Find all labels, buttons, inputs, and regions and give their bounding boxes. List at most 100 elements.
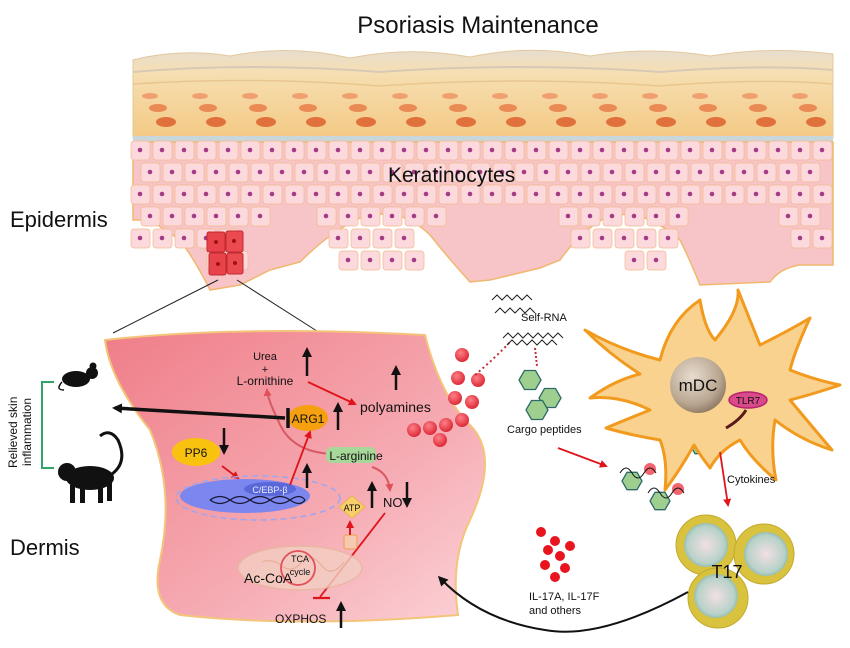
polyamine-dot [455, 413, 469, 427]
polyamine-dot [455, 348, 469, 362]
cargo-peptides-icon [518, 369, 562, 421]
granular-nucleus [699, 104, 717, 112]
keratinocyte-nucleus [169, 213, 175, 219]
granular-nucleus [292, 93, 308, 99]
keratinocyte-nucleus [357, 191, 363, 197]
keratinocyte-nucleus [731, 147, 737, 153]
keratinocyte-nucleus [345, 169, 351, 175]
keratinocyte-nucleus [599, 147, 605, 153]
keratinocyte-nucleus [731, 191, 737, 197]
keratinocyte-nucleus [609, 169, 615, 175]
keratinocyte-nucleus [653, 213, 659, 219]
peptides-to-complex-arrow [557, 447, 608, 468]
keratinocyte-nucleus [401, 235, 407, 241]
keratinocyte-nucleus [631, 257, 637, 263]
keratinocyte-nucleus [797, 191, 803, 197]
keratinocyte-nucleus [719, 169, 725, 175]
tlr7-node [728, 391, 768, 409]
keratinocyte-nucleus [763, 169, 769, 175]
atp-node [338, 495, 366, 519]
keratinocyte-nucleus [433, 213, 439, 219]
outcome-bracket [41, 381, 54, 469]
polyamine-dot [451, 371, 465, 385]
polyamine-dot [448, 391, 462, 405]
mdc-nucleus [670, 357, 726, 413]
arg1-to-outcome-arrow [112, 403, 286, 420]
mdc-to-t17-arrow [719, 451, 732, 507]
keratinocyte-nucleus [467, 191, 473, 197]
granular-nucleus [506, 117, 526, 127]
polyamine-dot [407, 423, 421, 437]
arginine-to-no-arrow [371, 466, 394, 492]
arg1-node [288, 405, 328, 431]
keratinocyte-nucleus [785, 213, 791, 219]
granular-nucleus [649, 104, 667, 112]
keratinocyte-nucleus [675, 213, 681, 219]
keratinocyte-nucleus [653, 257, 659, 263]
tca-cycle-icon [280, 550, 316, 586]
keratinocyte-nucleus [665, 235, 671, 241]
granular-nucleus [142, 93, 158, 99]
granular-nucleus [192, 93, 208, 99]
l-arginine-label: L-arginine [329, 449, 383, 463]
polyamines-label: polyamines [360, 399, 431, 415]
granular-nucleus [399, 104, 417, 112]
keratinocyte-nucleus [345, 213, 351, 219]
keratinocyte-nucleus [379, 235, 385, 241]
keratinocyte-nucleus [269, 147, 275, 153]
granular-nucleus [756, 117, 776, 127]
keratinocytes-label: Keratinocytes [388, 164, 515, 187]
keratinocyte-nucleus [577, 191, 583, 197]
granular-nucleus [206, 117, 226, 127]
keratinocyte-nucleus [577, 235, 583, 241]
keratinocyte-nucleus [137, 147, 143, 153]
polyamine-dot [439, 418, 453, 432]
keratinocyte-nucleus [181, 235, 187, 241]
keratinocyte-nucleus [819, 235, 825, 241]
granular-nucleus [549, 104, 567, 112]
keratinocyte-nucleus [807, 213, 813, 219]
keratinocyte-nucleus [345, 257, 351, 263]
il17-dot [540, 560, 550, 570]
keratinocyte-nucleus [137, 191, 143, 197]
keratinocyte-nucleus [587, 213, 593, 219]
il17-dot [560, 563, 570, 573]
keratinocyte-nucleus [225, 147, 231, 153]
granular-nucleus [642, 93, 658, 99]
outcome-label-line2: inflammation [20, 398, 34, 466]
polyamine-dot [423, 421, 437, 435]
urea-label: Urea [253, 351, 278, 363]
keratinocyte-nucleus [257, 169, 263, 175]
il17-dot [550, 536, 560, 546]
polyamine-dot [465, 395, 479, 409]
keratinocyte-nucleus [313, 191, 319, 197]
keratinocyte-nucleus [577, 147, 583, 153]
no-label: NO [383, 495, 403, 510]
keratinocyte-nucleus [389, 257, 395, 263]
keratinocyte-nucleus [621, 191, 627, 197]
keratinocyte-nucleus [235, 169, 241, 175]
pp6-to-cebp-arrow [221, 465, 240, 480]
keratinocyte-nucleus [797, 235, 803, 241]
polyamine-dot [433, 433, 447, 447]
monkey-icon [58, 431, 124, 503]
keratinocyte-nucleus [335, 191, 341, 197]
granular-nucleus [592, 93, 608, 99]
granular-nucleus [406, 117, 426, 127]
il17-dot [543, 545, 553, 555]
il17-particles [536, 527, 575, 582]
ac-coa-label: Ac-CoA [244, 570, 293, 586]
keratinocyte-nucleus [159, 235, 165, 241]
keratinocyte-nucleus [367, 257, 373, 263]
granular-nucleus [356, 117, 376, 127]
polyamine-dot [471, 373, 485, 387]
keratinocyte-nucleus [411, 169, 417, 175]
rna-dot [672, 483, 684, 495]
keratinocyte-nucleus [191, 169, 197, 175]
arg1-label: ARG1 [292, 412, 325, 426]
keratinocyte-nucleus [587, 169, 593, 175]
dna-helix-icon [209, 495, 306, 505]
outcome-label-line1: Relieved skin [6, 397, 20, 468]
keratinocyte-nucleus [599, 191, 605, 197]
